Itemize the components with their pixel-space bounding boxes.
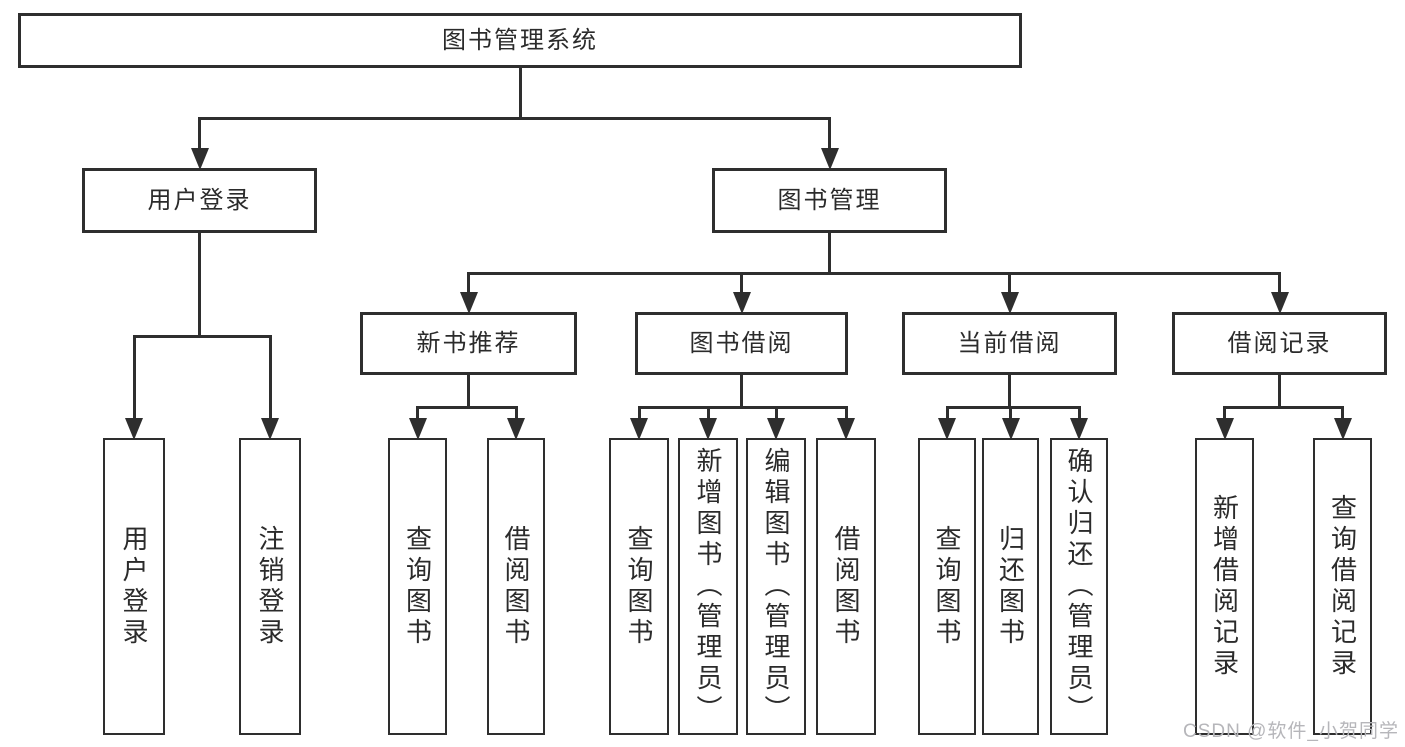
node-current-borrow: 当前借阅 [902, 312, 1117, 375]
node-label-rec-query: 查询图书 [402, 524, 433, 649]
node-label-bb-add: 新增图书（管理员） [693, 447, 723, 726]
connector-line [416, 405, 518, 409]
connector-line [1077, 407, 1081, 422]
connector-line [828, 233, 831, 275]
node-book-borrow: 图书借阅 [635, 312, 848, 375]
node-login: 用户登录 [103, 438, 165, 735]
node-label-borrow-record: 借阅记录 [1227, 329, 1332, 357]
connector-line [945, 405, 1081, 409]
connector-line [416, 407, 419, 422]
node-logout: 注销登录 [239, 438, 301, 735]
connector-line [132, 336, 136, 422]
connector-line [1278, 375, 1281, 409]
node-label-new-book-rec: 新书推荐 [416, 329, 521, 357]
node-label-bb-borrow: 借阅图书 [831, 524, 861, 649]
node-bb-edit: 编辑图书（管理员） [746, 438, 806, 735]
node-label-book-borrow: 图书借阅 [689, 329, 794, 357]
arrow-down-icon [190, 148, 209, 170]
connector-line [1223, 405, 1344, 409]
arrow-down-icon [767, 418, 785, 440]
node-label-cb-confirm: 确认归还（管理员） [1064, 447, 1094, 726]
connector-line [518, 68, 522, 120]
arrow-down-icon [261, 418, 279, 440]
node-label-bb-edit: 编辑图书（管理员） [761, 447, 791, 726]
connector-line [467, 273, 470, 296]
node-label-root: 图书管理系统 [442, 26, 598, 54]
connector-line [1008, 375, 1011, 409]
node-label-bb-query: 查询图书 [624, 524, 654, 649]
arrow-down-icon [1270, 292, 1289, 314]
connector-line [945, 407, 949, 422]
arrow-down-icon [1333, 418, 1352, 440]
node-label-login: 用户登录 [119, 524, 149, 649]
arrow-down-icon [732, 292, 751, 314]
node-label-user-login: 用户登录 [147, 186, 252, 214]
node-label-br-query: 查询借阅记录 [1327, 493, 1358, 680]
connector-line [132, 334, 272, 338]
node-label-cb-return: 归还图书 [995, 524, 1026, 649]
connector-line [637, 405, 848, 409]
node-root: 图书管理系统 [18, 13, 1022, 68]
node-label-cb-query: 查询图书 [932, 524, 962, 649]
connector-line [198, 118, 201, 152]
node-cb-query: 查询图书 [918, 438, 976, 735]
connector-line [514, 407, 518, 422]
node-label-book-mgmt: 图书管理 [777, 186, 882, 214]
node-bb-borrow: 借阅图书 [816, 438, 876, 735]
arrow-down-icon [630, 418, 648, 440]
connector-line [198, 233, 201, 338]
connector-line [740, 273, 743, 296]
connector-line [774, 407, 778, 422]
node-user-login: 用户登录 [82, 168, 317, 233]
connector-line [828, 118, 831, 152]
node-label-rec-borrow: 借阅图书 [501, 524, 531, 649]
arrow-down-icon [408, 418, 427, 440]
node-label-current-borrow: 当前借阅 [957, 329, 1062, 357]
node-new-book-rec: 新书推荐 [360, 312, 577, 375]
arrow-down-icon [459, 292, 478, 314]
arrow-down-icon [1070, 418, 1088, 440]
node-bb-add: 新增图书（管理员） [678, 438, 738, 735]
connector-line [1009, 407, 1012, 422]
connector-line [1278, 273, 1281, 296]
connector-line [198, 116, 831, 120]
node-cb-confirm: 确认归还（管理员） [1050, 438, 1108, 735]
node-rec-query: 查询图书 [388, 438, 447, 735]
node-borrow-record: 借阅记录 [1172, 312, 1387, 375]
arrow-down-icon [699, 418, 717, 440]
connector-line [1341, 407, 1344, 422]
arrow-down-icon [507, 418, 525, 440]
csdn-watermark: CSDN @软件_小贺同学 [1183, 721, 1399, 742]
arrow-down-icon [1215, 418, 1234, 440]
node-rec-borrow: 借阅图书 [487, 438, 545, 735]
connector-line [268, 336, 272, 422]
connector-line [740, 375, 743, 409]
node-label-logout: 注销登录 [255, 524, 285, 649]
arrow-down-icon [837, 418, 855, 440]
arrow-down-icon [938, 418, 956, 440]
connector-line [467, 375, 470, 409]
connector-line [637, 407, 641, 422]
connector-line [1008, 273, 1011, 296]
node-bb-query: 查询图书 [609, 438, 669, 735]
node-book-mgmt: 图书管理 [712, 168, 947, 233]
connector-line [706, 407, 710, 422]
connector-line [467, 271, 1281, 275]
connector-line [844, 407, 848, 422]
node-cb-return: 归还图书 [982, 438, 1039, 735]
arrow-down-icon [125, 418, 143, 440]
arrow-down-icon [1001, 418, 1020, 440]
arrow-down-icon [1000, 292, 1019, 314]
node-br-query: 查询借阅记录 [1313, 438, 1372, 735]
arrow-down-icon [820, 148, 839, 170]
node-br-add: 新增借阅记录 [1195, 438, 1254, 735]
connector-line [1223, 407, 1226, 422]
node-label-br-add: 新增借阅记录 [1209, 493, 1240, 680]
